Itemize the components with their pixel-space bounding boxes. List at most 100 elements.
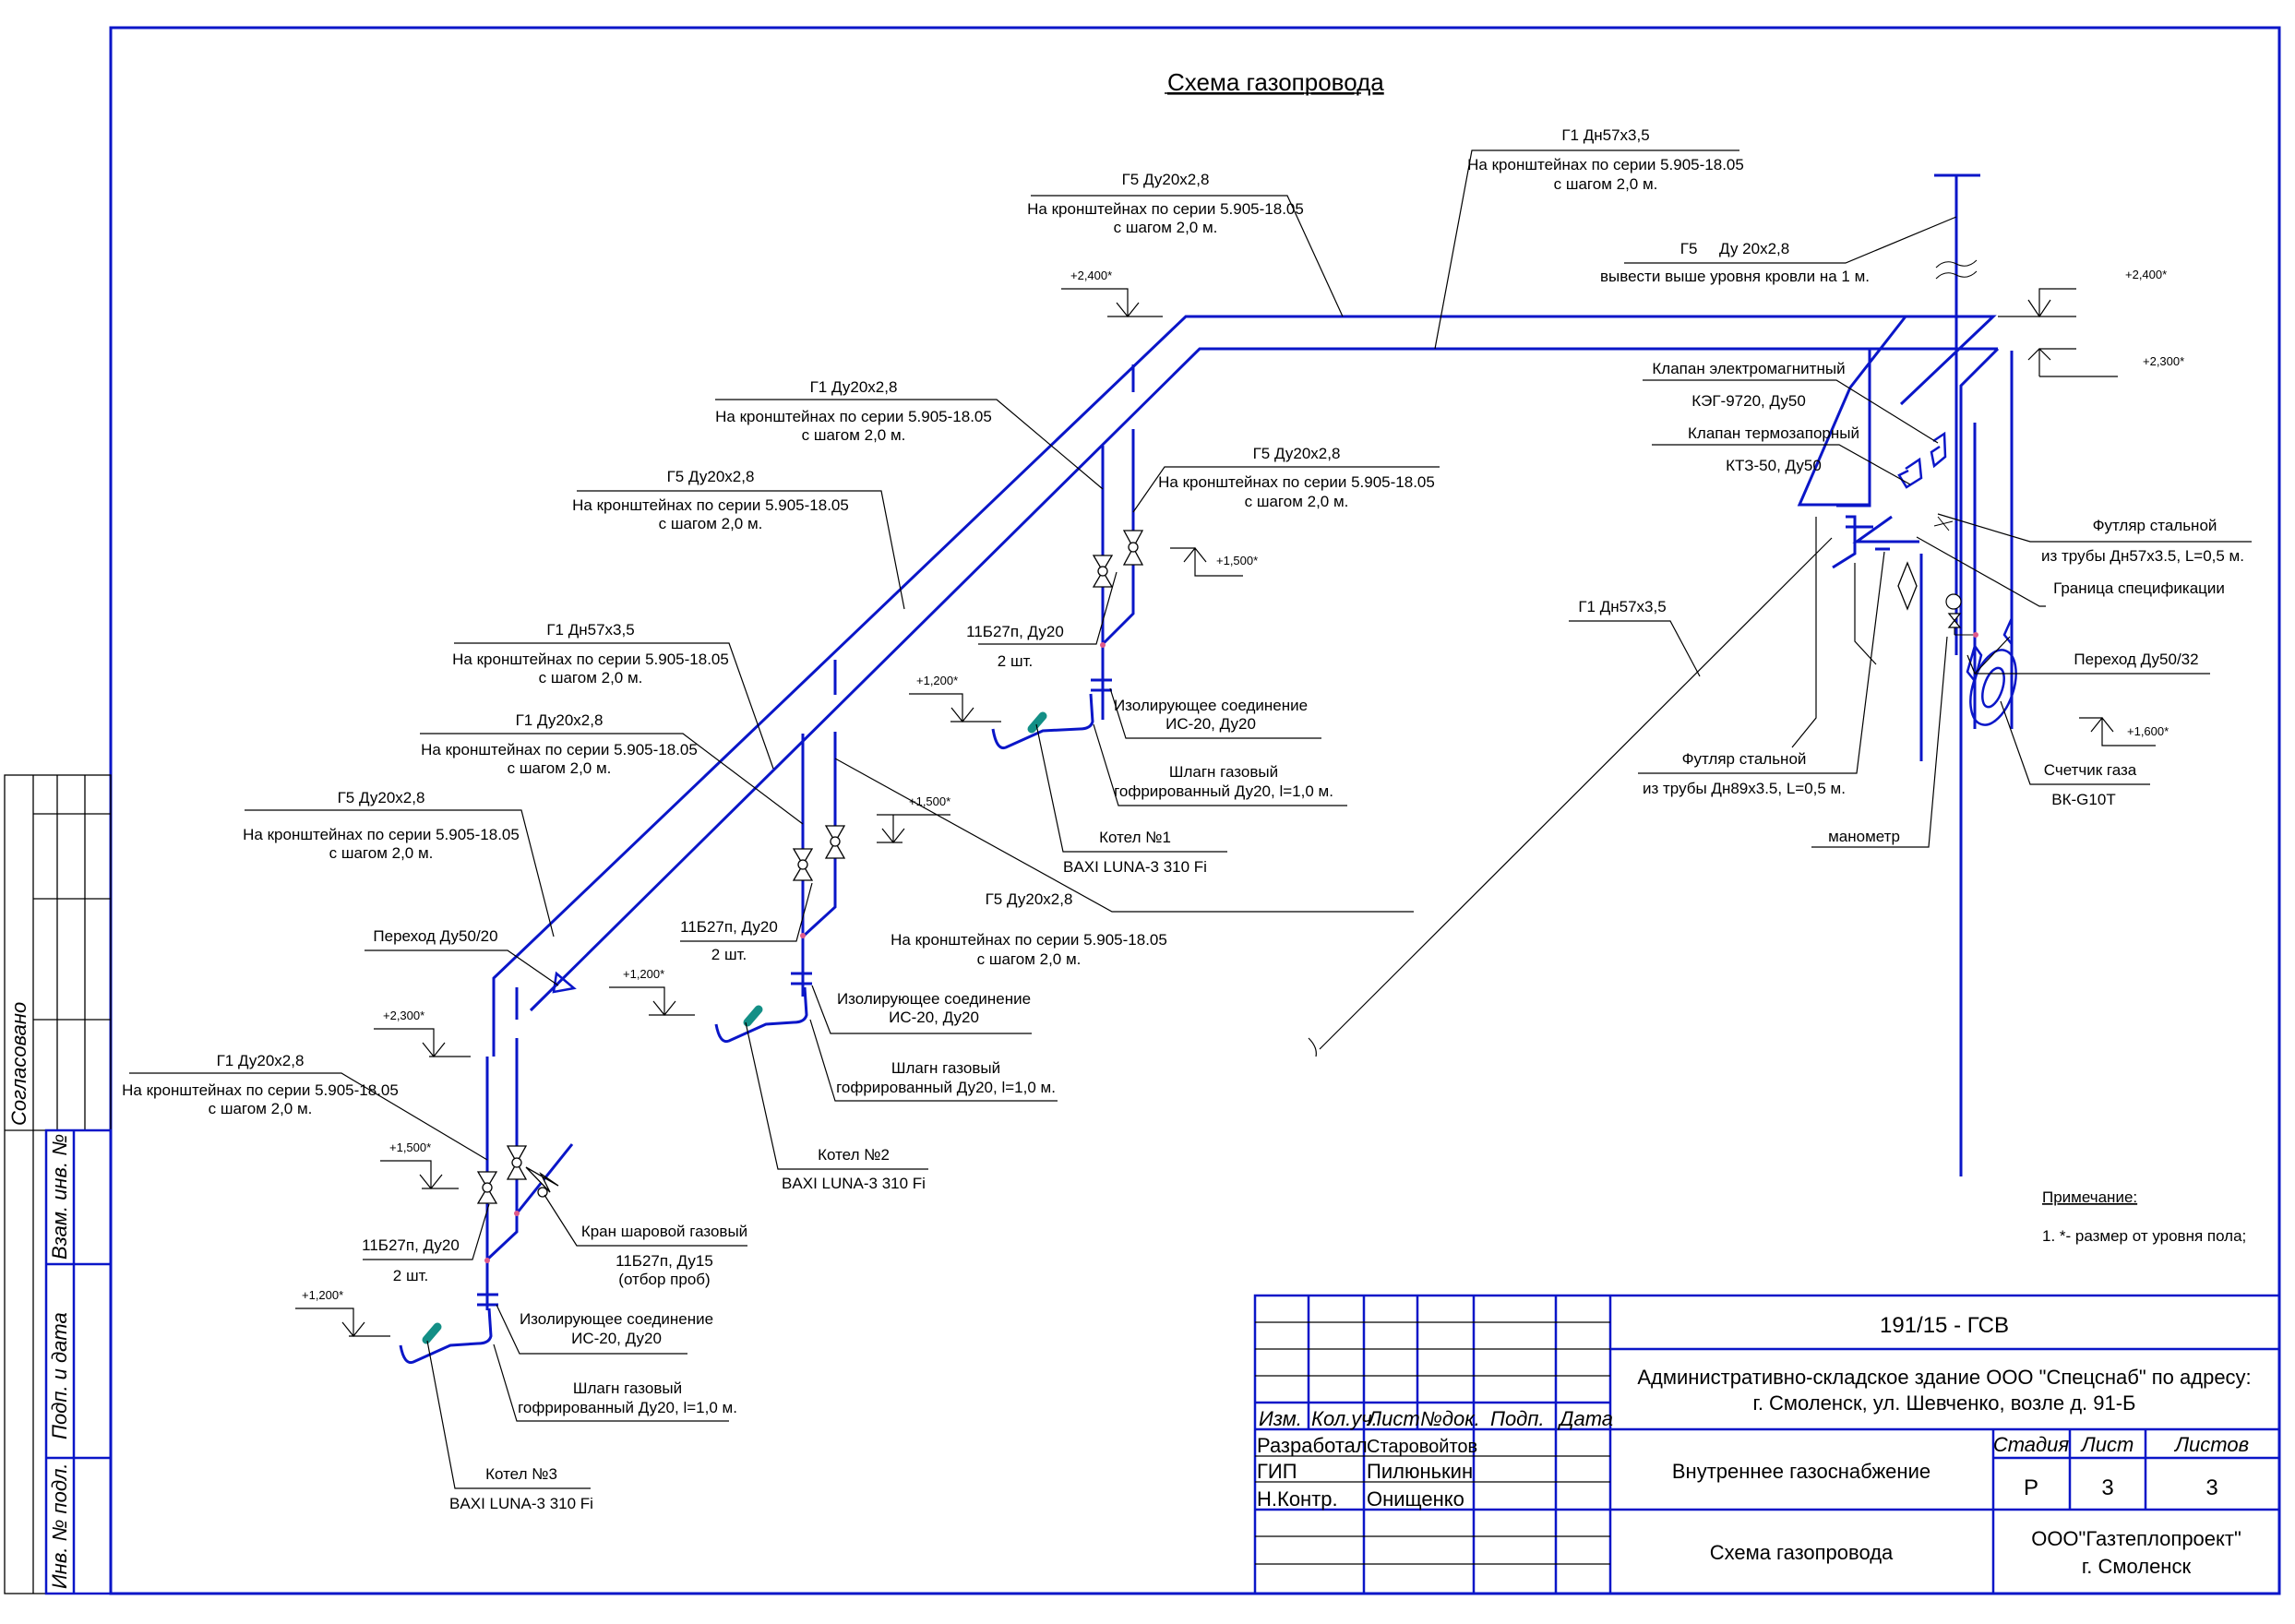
elevation-mark [380,1160,459,1189]
elevation-mark [1170,547,1243,577]
callout-b2-g1-l2: На кронштейнах по серии 5.905-18.05 [421,741,698,758]
b3-ballvalve-icon [525,1166,559,1193]
tb-sheets-value: 3 [2205,1475,2217,1500]
b1-hose-icon [991,693,1094,750]
elevation-mark [609,986,695,1016]
callout-valve-th-l1: Клапан термозапорный [1688,424,1859,442]
tb-sheet-header: Лист [2080,1433,2134,1456]
callout-b2-iso-l2: ИС-20, Ду20 [889,1009,979,1026]
pipe-b3-sample [515,1143,574,1214]
vent-break-symbol [1935,259,1978,280]
tb-header-list: Лист [1366,1407,1420,1430]
callout-valve-em-l1: Клапан электромагнитный [1652,360,1845,377]
callout-b2-g5-l1: Г5 Ду20х2,8 [986,890,1073,908]
tb-object-line-1: Административно-складское здание ООО "Сп… [1637,1366,2251,1389]
elevation-mark [2027,348,2118,377]
tb-name-norm-control: Онищенко [1367,1487,1464,1511]
leader [1974,636,2011,675]
callout-mid-g1-57-l1: Г1 Дн57х3,5 [546,621,634,639]
callout-texts: Г5 Ду20х2,8 На кронштейнах по серии 5.90… [122,126,2244,1512]
b2-valve-1-ball [797,859,808,870]
b2-hose-icon [714,986,808,1044]
tb-stage-header: Стадия [1993,1433,2070,1456]
callout-mid-g5-l3: с шагом 2,0 м. [659,515,763,532]
leader [1109,687,1321,739]
callout-reducer-50-20: Переход Ду50/20 [373,927,497,945]
drawing-title: Схема газопровода [1167,68,1384,96]
elevation-texts: +2,400* +2,400* +2,300* +1,500* +1,200* … [302,268,2184,1302]
tb-header-kol-uch: Кол.уч. [1311,1407,1378,1430]
leader [493,1343,729,1422]
callout-b2-boiler-l2: BAXI LUNA-3 310 Fi [782,1175,926,1192]
callout-sleeve-57-l2: из трубы Дн57х3.5, L=0,5 м. [2041,547,2244,565]
callout-b1-g1-l2: На кронштейнах по серии 5.905-18.05 [715,408,992,425]
leader [745,1021,928,1170]
callout-b3-boiler-l2: BAXI LUNA-3 310 Fi [449,1495,593,1512]
manometer-valve-icon [1947,613,1962,628]
callout-b3-hose-l1: Шлагн газовый [573,1379,682,1397]
weld-point [484,1258,490,1263]
tb-header-izm: Изм. [1259,1407,1302,1430]
branch-3 [399,987,574,1365]
leader [1643,379,1939,444]
callout-b3-ballvalve-l3: (отбор проб) [618,1271,710,1288]
side-label-replaced-inv: Взам. инв. № [48,1134,71,1260]
leader [715,399,1104,490]
tb-section: Внутреннее газоснабжение [1672,1460,1930,1483]
leader [1035,723,1227,853]
leader [420,733,804,825]
elevation-b2-120: +1,200* [623,967,664,981]
b3-ballvalve-ball [537,1187,548,1198]
callout-b1-g5-l1: Г5 Ду20х2,8 [1253,445,1341,462]
callout-b1-boiler-l1: Котел №1 [1099,829,1171,846]
note-item-1: 1. *- размер от уровня пола; [2042,1227,2246,1245]
elevation-marks [295,288,2156,1337]
callout-b1-valves-l1: 11Б27п, Ду20 [966,623,1064,640]
leader [496,1304,687,1355]
elevation-mark [909,693,1001,722]
leader [809,1019,1058,1102]
pipe-meter-inlet [1832,515,1857,569]
elevation-b1-120: +1,200* [916,674,958,687]
leader [1854,563,1877,665]
pipe-right-drop [1959,347,2000,1176]
elevation-top-right-230: +2,300* [2143,354,2184,368]
callout-b2-boiler-l1: Котел №2 [818,1146,890,1164]
leader [811,985,1032,1034]
pipe-g5-main [492,315,1997,1057]
tb-sheet-value: 3 [2101,1475,2113,1500]
callout-vent-l2: вывести выше уровня кровли на 1 м. [1600,268,1870,285]
tb-role-developed: Разработал [1257,1434,1368,1457]
elevation-mark [2079,717,2156,746]
pipe-valve-diagonal [1797,316,1907,507]
b1-valve-1-ball [1097,566,1108,577]
callout-low-g5-l3: с шагом 2,0 м. [329,844,434,862]
callout-low-g5-l1: Г5 Ду20х2,8 [338,789,425,806]
elevation-mark [1998,288,2076,318]
leader [1319,537,1833,1050]
callout-meter-l1: Счетчик газа [2044,761,2137,779]
callout-b3-iso-l1: Изолирующее соединение [520,1310,713,1328]
leader [426,1340,591,1489]
branch-1 [991,364,1144,750]
tb-stage-value: Р [2024,1475,2038,1500]
elevation-b3-230: +2,300* [383,1009,424,1022]
callout-b1-hose-l2: гофрированный Ду20, l=1,0 м. [1114,782,1333,800]
callout-b2-valves-l2: 2 шт. [711,946,747,963]
callout-sleeve-89-l1: Футляр стальной [1682,750,1807,768]
b2-boiler-icon [743,1005,763,1027]
callout-top-g1-l3: с шагом 2,0 м. [1554,175,1658,193]
leader [834,758,1414,913]
main-pipes [492,173,2000,1176]
leader [680,882,813,942]
callout-mid-g5-l2: На кронштейнах по серии 5.905-18.05 [572,496,849,514]
elevation-mark [1061,288,1163,317]
leader [1652,444,1911,485]
callout-valve-th-l2: КТЗ-50, Ду50 [1726,457,1822,474]
title-block: Изм. Кол.уч. Лист №док. Подп. Дата Разра… [1253,1294,2281,1595]
callout-b3-iso-l2: ИС-20, Ду20 [571,1330,662,1347]
cross-mark [1933,520,1954,527]
callout-b3-valves-l1: 11Б27п, Ду20 [362,1236,460,1254]
note-heading: Примечание: [2042,1188,2137,1206]
